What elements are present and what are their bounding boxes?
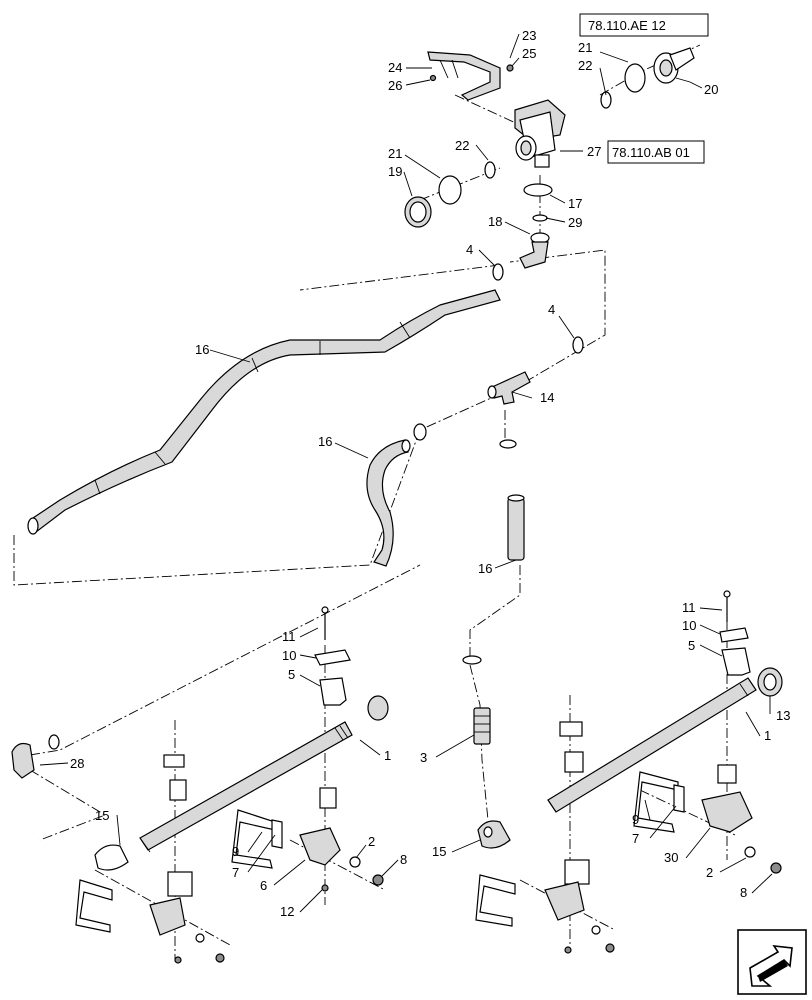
callout-15-left: 15 bbox=[95, 808, 109, 823]
leader-lines bbox=[39, 33, 773, 913]
bolt-24 bbox=[439, 59, 449, 79]
oring-22-top bbox=[600, 91, 612, 109]
callout-9-left: 9 bbox=[232, 844, 239, 859]
clamp-4-mid bbox=[413, 423, 427, 441]
callout-16-long: 16 bbox=[195, 342, 209, 357]
callout-18: 18 bbox=[488, 214, 502, 229]
callout-30: 30 bbox=[664, 850, 678, 865]
callout-4-upper: 4 bbox=[466, 242, 473, 257]
plate-10-left bbox=[314, 649, 351, 666]
mount-6 bbox=[299, 827, 341, 866]
tee-14 bbox=[487, 371, 531, 405]
callout-17: 17 bbox=[568, 196, 582, 211]
callout-2-right: 2 bbox=[706, 865, 713, 880]
callout-6: 6 bbox=[260, 878, 267, 893]
oring-29 bbox=[532, 214, 548, 222]
reference-box-top[interactable]: 78.110.AE 12 bbox=[579, 13, 709, 37]
callout-26: 26 bbox=[388, 78, 402, 93]
callout-7-left: 7 bbox=[232, 865, 239, 880]
callout-29: 29 bbox=[568, 215, 582, 230]
washer-2-right bbox=[744, 846, 756, 858]
reference-box-valve[interactable]: 78.110.AB 01 bbox=[607, 140, 705, 164]
elbow-28 bbox=[11, 734, 60, 779]
elbow-15-right bbox=[477, 820, 511, 849]
cap-left bbox=[367, 695, 389, 721]
right-boom-assembly bbox=[462, 590, 783, 954]
callout-22-left: 22 bbox=[455, 138, 469, 153]
reference-label-valve[interactable]: 78.110.AB 01 bbox=[612, 145, 690, 160]
clamp-21-top bbox=[624, 63, 646, 93]
callout-labels: 23 25 24 26 21 22 20 27 22 21 19 17 29 1… bbox=[70, 28, 790, 919]
callout-23: 23 bbox=[522, 28, 536, 43]
plate-7-left bbox=[271, 819, 283, 849]
cap-13 bbox=[757, 667, 783, 697]
callout-10-left: 10 bbox=[282, 648, 296, 663]
ubolt-9-left bbox=[231, 809, 276, 869]
callout-5-left: 5 bbox=[288, 667, 295, 682]
clamp-vertical-upper bbox=[499, 439, 517, 449]
callout-1-left: 1 bbox=[384, 748, 391, 763]
ubolt-9-right bbox=[633, 771, 679, 833]
bracket-30 bbox=[701, 791, 753, 833]
bracket-5-right bbox=[721, 647, 751, 676]
fitting-20 bbox=[653, 47, 695, 84]
valve-27 bbox=[514, 99, 566, 168]
tube-1-right bbox=[547, 677, 757, 813]
valve-assembly bbox=[404, 47, 695, 354]
callout-15-right: 15 bbox=[432, 844, 446, 859]
nut-8-left bbox=[372, 874, 384, 886]
washer-2-left bbox=[349, 856, 361, 868]
hose-16-s bbox=[366, 439, 411, 567]
callout-10-right: 10 bbox=[682, 618, 696, 633]
oring-22-left bbox=[484, 161, 496, 179]
callout-3: 3 bbox=[420, 750, 427, 765]
hose-16-straight bbox=[507, 494, 525, 561]
elbow-18 bbox=[519, 232, 550, 269]
bracket-23 bbox=[427, 51, 501, 101]
nut-25 bbox=[506, 64, 514, 72]
elbow-15-left bbox=[94, 844, 129, 871]
callout-25: 25 bbox=[522, 46, 536, 61]
callout-2-left: 2 bbox=[368, 834, 375, 849]
clamp-21-left bbox=[438, 175, 462, 205]
nut-12 bbox=[321, 884, 329, 892]
bracket-5-left bbox=[319, 677, 347, 706]
callout-13: 13 bbox=[776, 708, 790, 723]
callout-5-right: 5 bbox=[688, 638, 695, 653]
callout-22-top: 22 bbox=[578, 58, 592, 73]
clamp-4-right bbox=[572, 336, 584, 354]
callout-7-right: 7 bbox=[632, 831, 639, 846]
callout-11-left: 11 bbox=[282, 629, 296, 644]
clamp-17 bbox=[523, 183, 553, 197]
fitting-3 bbox=[462, 655, 491, 745]
return-arrow-icon[interactable] bbox=[737, 929, 807, 995]
callout-11-right: 11 bbox=[682, 600, 696, 615]
callout-8-left: 8 bbox=[400, 852, 407, 867]
callout-21-left: 21 bbox=[388, 146, 402, 161]
hose-16-long bbox=[27, 289, 501, 535]
callout-8-right: 8 bbox=[740, 885, 747, 900]
screw-26 bbox=[429, 74, 437, 82]
callout-20: 20 bbox=[704, 82, 718, 97]
callout-12: 12 bbox=[280, 904, 294, 919]
plate-7-right bbox=[673, 784, 685, 813]
callout-24: 24 bbox=[388, 60, 402, 75]
callout-16-s: 16 bbox=[318, 434, 332, 449]
callout-16-straight: 16 bbox=[478, 561, 492, 576]
clamp-4-upper bbox=[492, 263, 504, 281]
callout-1-right: 1 bbox=[764, 728, 771, 743]
callout-28: 28 bbox=[70, 756, 84, 771]
plate-10-right bbox=[719, 627, 749, 643]
reference-label-top[interactable]: 78.110.AE 12 bbox=[588, 18, 666, 33]
nut-8-right bbox=[770, 862, 782, 874]
callout-4-right: 4 bbox=[548, 302, 555, 317]
callout-27: 27 bbox=[587, 144, 601, 159]
callout-19: 19 bbox=[388, 164, 402, 179]
callout-14: 14 bbox=[540, 390, 554, 405]
callout-21-top: 21 bbox=[578, 40, 592, 55]
callout-9-right: 9 bbox=[632, 812, 639, 827]
left-boom-assembly bbox=[11, 606, 389, 964]
